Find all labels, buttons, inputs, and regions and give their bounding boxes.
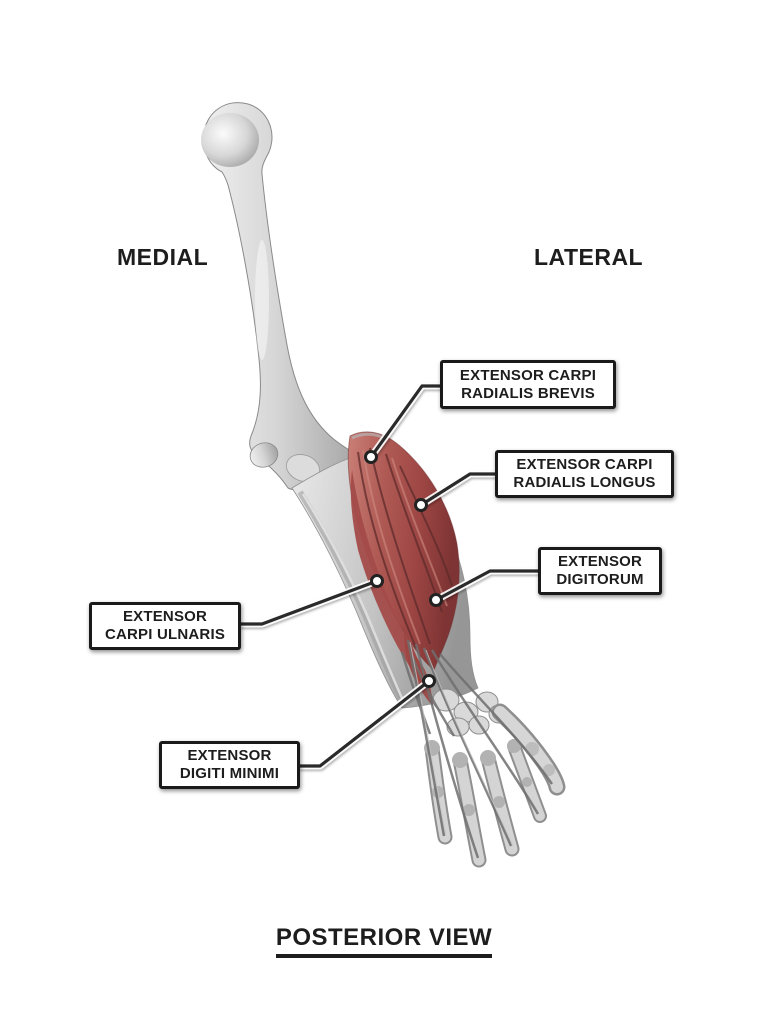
view-title-text: POSTERIOR VIEW <box>275 924 493 958</box>
label-line: CARPI ULNARIS <box>104 626 226 643</box>
view-title: POSTERIOR VIEW <box>0 924 768 958</box>
label-line: EXTENSOR <box>187 747 272 765</box>
label-line: RADIALIS BREVIS <box>461 384 595 402</box>
label-extensor-carpi-ulnaris: EXTENSOR CARPI ULNARIS <box>89 602 241 650</box>
label-line: DIGITI MINIMI <box>179 765 280 782</box>
orientation-label-medial: MEDIAL <box>117 244 209 270</box>
humerus-bone <box>201 102 365 491</box>
label-line: EXTENSOR <box>557 553 643 571</box>
leader-line-longus <box>419 472 498 507</box>
marker-brevis <box>364 450 378 464</box>
label-extensor-carpi-radialis-brevis: EXTENSOR CARPI RADIALIS BREVIS <box>440 360 616 409</box>
marker-digitorum <box>429 593 443 607</box>
label-extensor-digiti-minimi: EXTENSOR DIGITI MINIMI <box>159 741 300 789</box>
leader-lines <box>237 382 544 770</box>
label-line: DIGITORUM <box>556 571 644 588</box>
leader-line-brevis <box>369 384 442 459</box>
marker-ulnaris <box>370 574 384 588</box>
label-line: EXTENSOR CARPI <box>516 456 653 474</box>
orientation-label-lateral: LATERAL <box>534 244 644 270</box>
leader-line-ulnaris <box>239 579 379 626</box>
marker-longus <box>414 498 428 512</box>
label-line: EXTENSOR <box>122 608 208 626</box>
label-line: EXTENSOR CARPI <box>459 366 597 384</box>
label-extensor-carpi-radialis-longus: EXTENSOR CARPI RADIALIS LONGUS <box>495 450 674 498</box>
hand-skeleton <box>400 639 566 868</box>
anatomy-markers <box>364 450 443 688</box>
leader-line-digitorum <box>434 569 542 602</box>
extensor-tendons <box>400 639 554 859</box>
leader-line-digiti-minimi <box>298 679 431 768</box>
marker-digiti-minimi <box>422 674 436 688</box>
label-line: RADIALIS LONGUS <box>513 474 656 491</box>
label-extensor-digitorum: EXTENSOR DIGITORUM <box>538 547 662 595</box>
